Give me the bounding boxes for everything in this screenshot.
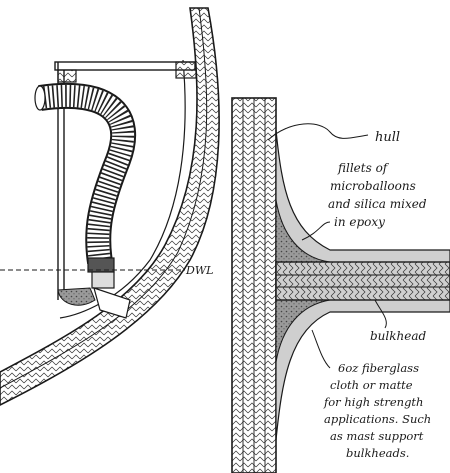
hull-label: hull: [375, 130, 400, 145]
top-shelf: [54, 61, 196, 71]
fillets-line-3: and silica mixed: [328, 197, 427, 211]
dwl-label: DWL: [185, 264, 213, 277]
through-hull-fitting: [91, 271, 115, 289]
fiberglass-line-3: for high strength: [323, 395, 423, 409]
fiberglass-line-1: 6oz fiberglass: [338, 361, 419, 375]
hull-leader: [267, 123, 369, 141]
fiberglass-line-5: as mast support: [330, 429, 424, 443]
fillet-leader: [301, 221, 331, 241]
hull-planking: [0, 7, 220, 406]
fillets-label: fillets of microballoons and silica mixe…: [328, 161, 430, 229]
fitting-flange: [93, 287, 131, 319]
fiberglass-label: 6oz fiberglass cloth or matte for high s…: [323, 361, 435, 460]
fillets-line-1: fillets of: [337, 161, 390, 175]
fiberglass-line-6: bulkheads.: [346, 446, 409, 460]
bulkhead-plywood: [275, 261, 450, 301]
fiberglass-line-4: applications. Such: [324, 412, 431, 426]
bottom-fillet: [57, 287, 96, 306]
fillets-line-2: microballoons: [330, 179, 416, 193]
bulkhead-leader: [374, 299, 387, 329]
flexible-hose: [34, 82, 137, 319]
left-hull-section: [0, 7, 220, 406]
fillets-line-4: in epoxy: [334, 215, 385, 229]
bulkhead-label: bulkhead: [370, 329, 427, 343]
fiberglass-leader: [311, 329, 331, 369]
shelf-cleat-left: [57, 69, 77, 83]
fiberglass-line-2: cloth or matte: [330, 378, 413, 392]
right-joint-detail: [231, 97, 450, 473]
shelf-cleat-right: [175, 61, 197, 79]
